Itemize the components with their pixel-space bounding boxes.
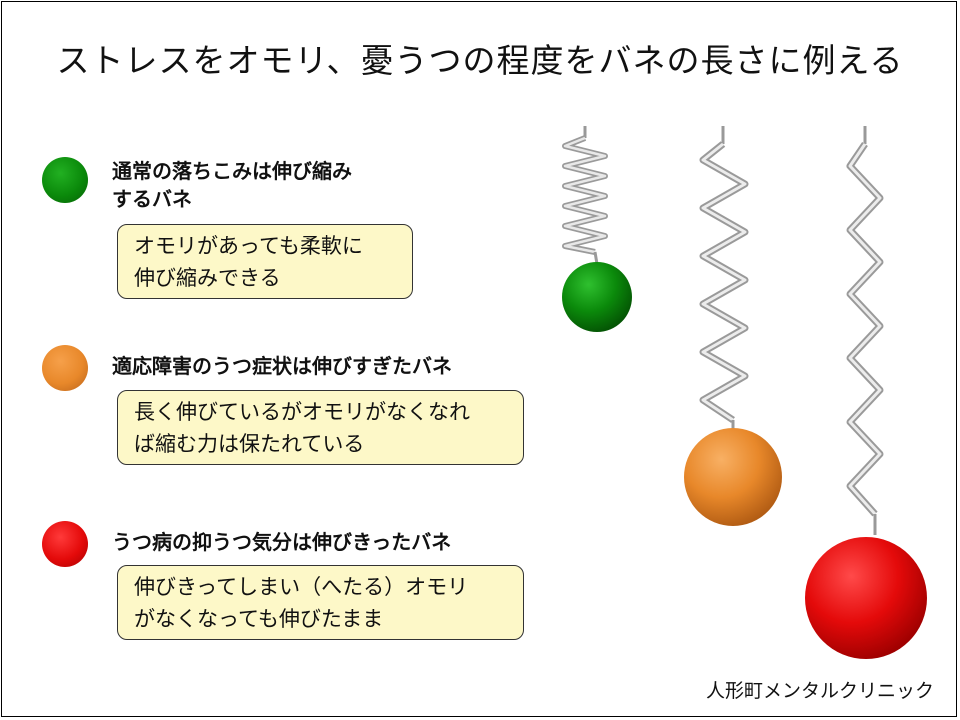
note-line: ば縮む力は保たれている — [134, 432, 365, 456]
red-ball-icon — [42, 521, 88, 567]
heading-adjustment-disorder: 適応障害のうつ症状は伸びすぎたバネ — [112, 352, 572, 380]
springs-illustration — [562, 126, 927, 659]
spring-long — [699, 126, 749, 430]
clinic-credit: 人形町メンタルクリニック — [705, 680, 934, 702]
note-line: 伸び縮みできる — [134, 266, 281, 290]
green-weight-ball — [562, 262, 632, 332]
heading-normal-spring: 通常の落ちこみは伸び縮み するバネ — [112, 157, 442, 213]
orange-ball-icon — [42, 345, 88, 391]
heading-depression: うつ病の抑うつ気分は伸びきったバネ — [112, 528, 572, 556]
red-weight-ball — [805, 537, 927, 659]
spring-overstretched — [846, 126, 884, 535]
note-normal-spring: オモリがあっても柔軟に 伸び縮みできる — [117, 224, 413, 299]
orange-weight-ball — [684, 428, 782, 526]
slide-title: ストレスをオモリ、憂うつの程度をバネの長さに例える — [56, 41, 904, 80]
spring-short — [562, 126, 608, 265]
note-adjustment-disorder: 長く伸びているがオモリがなくなれ ば縮む力は保たれている — [117, 390, 524, 465]
note-line: がなくなっても伸びたまま — [134, 607, 384, 631]
heading-line: 通常の落ちこみは伸び縮み — [112, 159, 352, 183]
heading-line: するバネ — [112, 187, 192, 211]
heading-line: 適応障害のうつ症状は伸びすぎたバネ — [112, 354, 452, 378]
note-line: オモリがあっても柔軟に — [134, 234, 363, 258]
note-line: 長く伸びているがオモリがなくなれ — [134, 400, 470, 424]
note-line: 伸びきってしまい（へたる）オモリ — [134, 575, 469, 599]
green-ball-icon — [42, 157, 88, 203]
note-depression: 伸びきってしまい（へたる）オモリ がなくなっても伸びたまま — [117, 565, 524, 640]
heading-line: うつ病の抑うつ気分は伸びきったバネ — [112, 530, 452, 554]
